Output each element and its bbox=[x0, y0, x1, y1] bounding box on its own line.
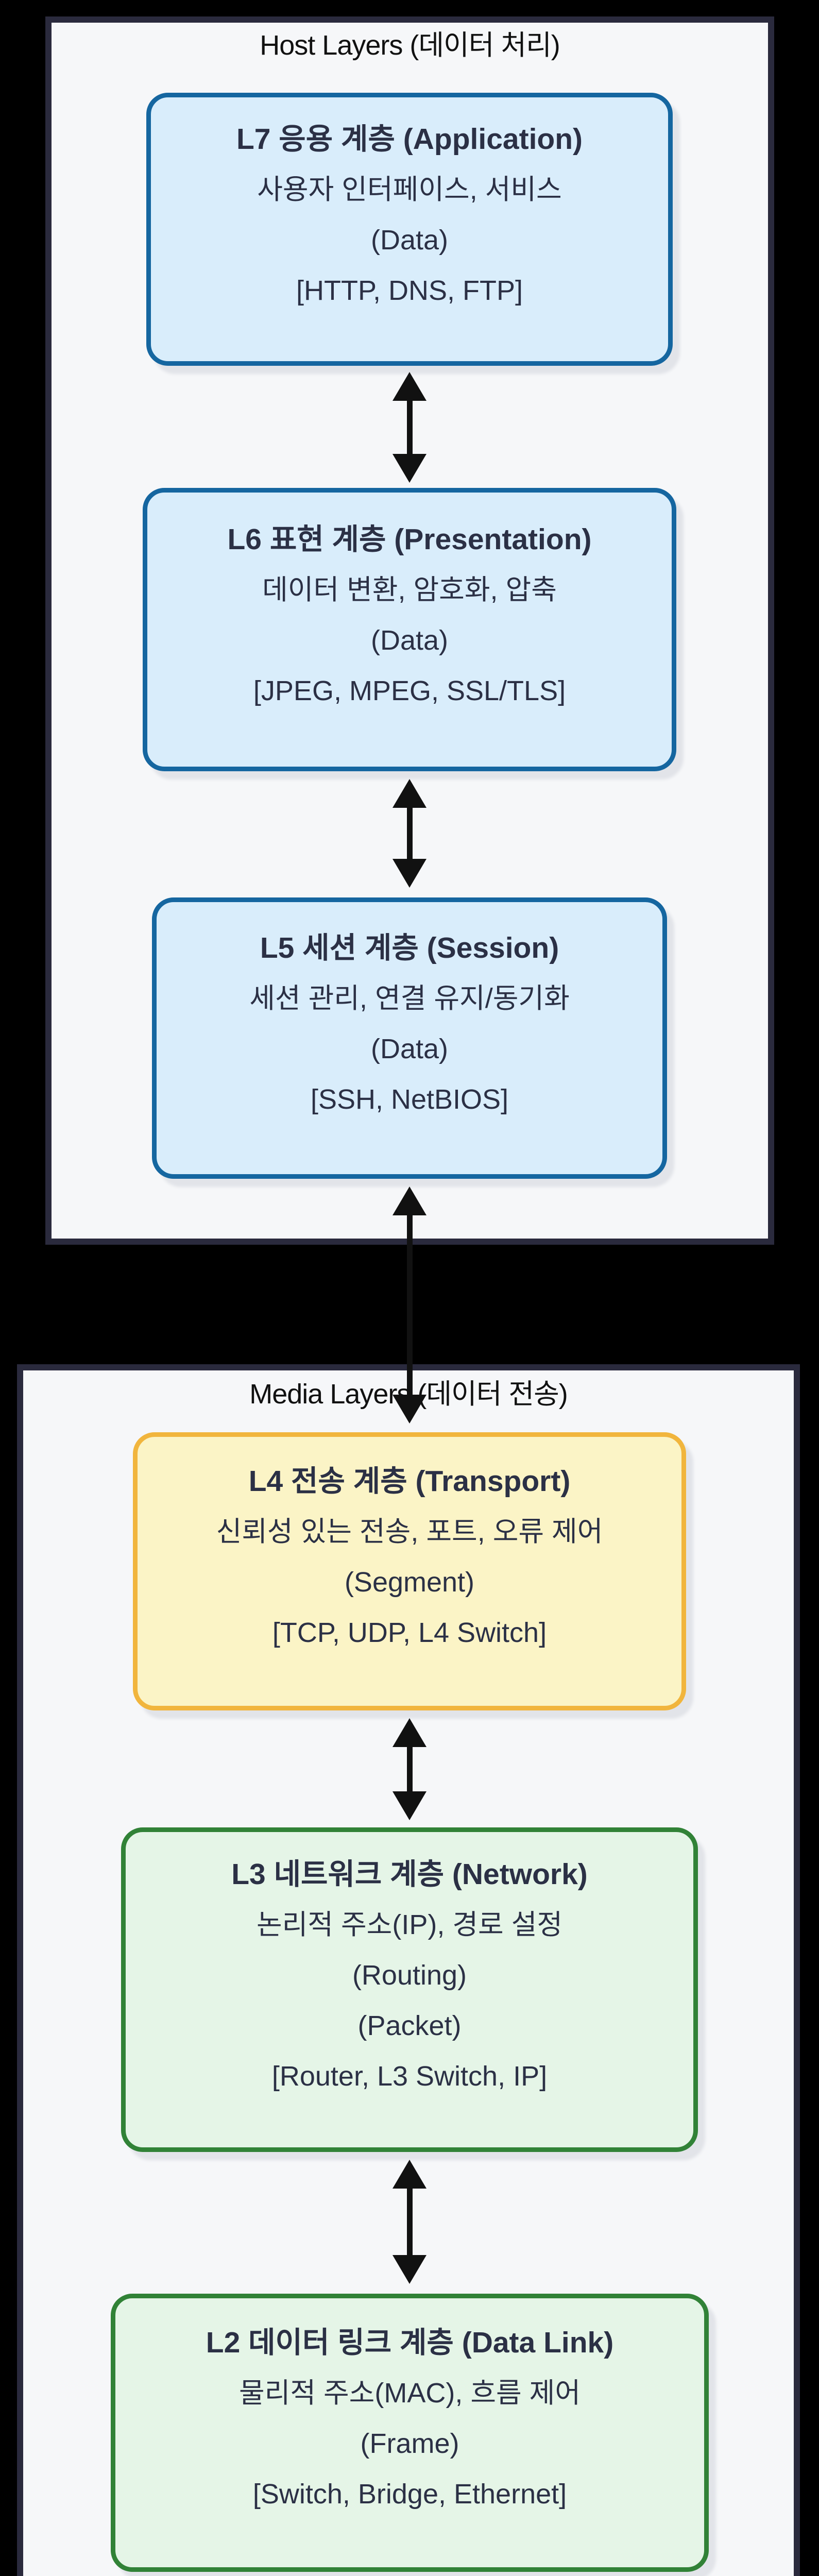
arrowhead-up-icon bbox=[393, 779, 426, 808]
layer-line: (Data) bbox=[370, 625, 449, 656]
arrow-shaft bbox=[406, 401, 413, 454]
arrowhead-down-icon bbox=[393, 2255, 426, 2284]
layer-title: L2 데이터 링크 계층 (Data Link) bbox=[206, 2326, 614, 2359]
layer-box-l4-transport: L4 전송 계층 (Transport) 신뢰성 있는 전송, 포트, 오류 제… bbox=[133, 1432, 686, 1710]
layer-line: (Routing) bbox=[352, 1960, 467, 1991]
arrowhead-up-icon bbox=[393, 2160, 426, 2189]
arrowhead-down-icon bbox=[393, 454, 426, 483]
layer-line: (Data) bbox=[370, 225, 449, 256]
arrowhead-up-icon bbox=[393, 1718, 426, 1747]
layer-title: L6 표현 계층 (Presentation) bbox=[227, 523, 592, 556]
layer-box-l7-application: L7 응용 계층 (Application) 사용자 인터페이스, 서비스 (D… bbox=[146, 93, 673, 366]
arrow-shaft bbox=[406, 808, 413, 859]
arrowhead-down-icon bbox=[393, 859, 426, 888]
layer-box-l5-session: L5 세션 계층 (Session) 세션 관리, 연결 유지/동기화 (Dat… bbox=[152, 897, 667, 1179]
double-arrow-l4-l3-icon bbox=[393, 1718, 426, 1820]
layer-title: L5 세션 계층 (Session) bbox=[260, 931, 559, 964]
layer-line: (Data) bbox=[370, 1033, 449, 1064]
double-arrow-l6-l5-icon bbox=[393, 779, 426, 888]
host-layers-title: Host Layers (데이터 처리) bbox=[260, 30, 560, 61]
arrowhead-up-icon bbox=[393, 372, 426, 401]
layer-box-l3-network: L3 네트워크 계층 (Network) 논리적 주소(IP), 경로 설정 (… bbox=[121, 1827, 698, 2152]
layer-box-l2-datalink: L2 데이터 링크 계층 (Data Link) 물리적 주소(MAC), 흐름… bbox=[111, 2294, 709, 2572]
arrow-shaft bbox=[406, 2189, 413, 2255]
layer-line: 신뢰성 있는 전송, 포트, 오류 제어 bbox=[216, 1516, 603, 1547]
layer-line: 물리적 주소(MAC), 흐름 제어 bbox=[238, 2378, 581, 2409]
layer-line: [Switch, Bridge, Ethernet] bbox=[252, 2479, 567, 2510]
layer-line: [JPEG, MPEG, SSL/TLS] bbox=[253, 675, 566, 706]
double-arrow-l3-l2-icon bbox=[393, 2160, 426, 2284]
arrow-shaft bbox=[406, 1747, 413, 1791]
layer-box-l6-presentation: L6 표현 계층 (Presentation) 데이터 변환, 암호화, 압축 … bbox=[143, 488, 676, 771]
layer-title: L3 네트워크 계층 (Network) bbox=[231, 1858, 588, 1891]
arrow-shaft bbox=[406, 1215, 413, 1395]
arrowhead-down-icon bbox=[393, 1395, 426, 1423]
layer-line: [HTTP, DNS, FTP] bbox=[296, 275, 523, 306]
arrowhead-up-icon bbox=[393, 1187, 426, 1215]
layer-line: (Segment) bbox=[344, 1567, 475, 1598]
layer-line: 세션 관리, 연결 유지/동기화 bbox=[249, 983, 570, 1014]
media-layers-panel: Media Layers (데이터 전송) L4 전송 계층 (Transpor… bbox=[17, 1364, 800, 2576]
layer-line: (Packet) bbox=[357, 2010, 462, 2041]
layer-line: 데이터 변환, 암호화, 압축 bbox=[262, 574, 557, 605]
layer-line: [SSH, NetBIOS] bbox=[310, 1084, 509, 1115]
layer-line: (Frame) bbox=[360, 2428, 459, 2459]
layer-line: 사용자 인터페이스, 서비스 bbox=[257, 174, 562, 205]
layer-line: [TCP, UDP, L4 Switch] bbox=[272, 1617, 547, 1648]
layer-title: L7 응용 계층 (Application) bbox=[236, 123, 583, 156]
layer-title: L4 전송 계층 (Transport) bbox=[248, 1465, 571, 1498]
layer-line: [Router, L3 Switch, IP] bbox=[271, 2061, 548, 2092]
host-layers-panel: Host Layers (데이터 처리) L7 응용 계층 (Applicati… bbox=[45, 16, 774, 1245]
double-arrow-l7-l6-icon bbox=[393, 372, 426, 483]
double-arrow-host-media-icon bbox=[393, 1187, 426, 1423]
arrowhead-down-icon bbox=[393, 1791, 426, 1820]
layer-line: 논리적 주소(IP), 경로 설정 bbox=[256, 1909, 563, 1940]
